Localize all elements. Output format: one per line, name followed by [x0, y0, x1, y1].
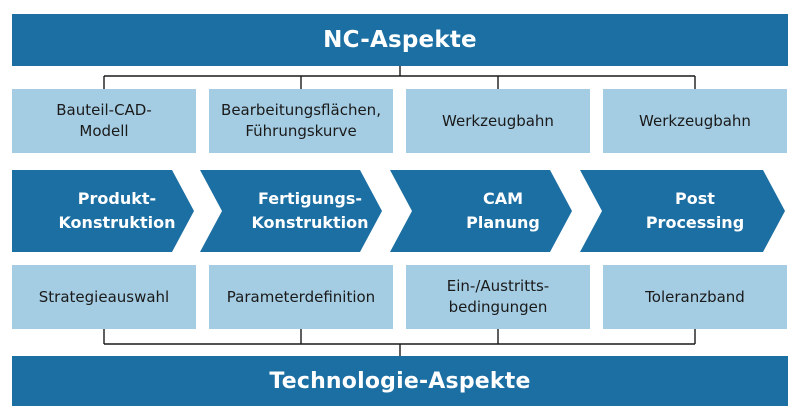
- process-step-label-3: CAM Planung: [466, 189, 540, 232]
- process-step-label-4: Post Processing: [645, 189, 745, 232]
- process-step-arrow-3: [390, 170, 572, 252]
- process-step-label-2: Fertigungs- Konstruktion: [251, 189, 369, 232]
- process-step-label-1: Produkt- Konstruktion: [58, 189, 176, 232]
- process-step-arrow-4: [580, 170, 785, 252]
- nc-aspects-bar: NC-Aspekte: [12, 14, 788, 66]
- technology-aspect-box-1: Strategieauswahl: [12, 265, 196, 329]
- technology-aspects-bar: Technologie-Aspekte: [12, 356, 788, 406]
- technology-aspect-box-4: Toleranzband: [603, 265, 787, 329]
- process-step-arrow-2: [200, 170, 382, 252]
- nc-aspect-box-3: Werkzeugbahn: [406, 89, 590, 153]
- nc-aspect-box-1: Bauteil-CAD- Modell: [12, 89, 196, 153]
- technology-aspect-box-2: Parameterdefinition: [209, 265, 393, 329]
- nc-aspect-box-2: Bearbeitungsflächen, Führungskurve: [209, 89, 393, 153]
- technology-aspect-box-3: Ein-/Austritts- bedingungen: [406, 265, 590, 329]
- nc-aspect-box-4: Werkzeugbahn: [603, 89, 787, 153]
- process-step-arrow-1: [12, 170, 194, 252]
